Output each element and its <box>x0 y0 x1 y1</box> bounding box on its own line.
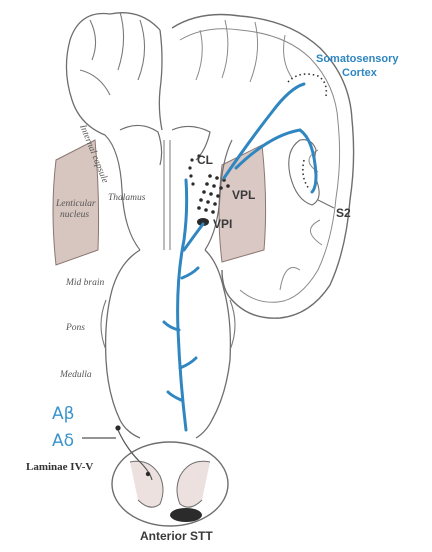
mid-brain-label: Mid brain <box>65 278 105 288</box>
somatosensory-label-line1: Somatosensory <box>316 53 399 65</box>
third-ventricle <box>164 140 170 250</box>
cl-label: CL <box>197 153 213 167</box>
main-ascending-tract <box>178 180 187 430</box>
s2-leader <box>318 200 334 208</box>
somatosensory-dots <box>288 74 326 96</box>
somatosensory-label-line2: Cortex <box>342 67 378 79</box>
left-gyri <box>80 12 145 95</box>
vpi-label: VPI <box>213 217 232 231</box>
spinal-grey-matter <box>130 461 210 507</box>
lenticular-label-line1: Lenticular <box>55 199 96 209</box>
laminae-neuron <box>146 472 150 476</box>
dorsal-root-ganglion-dot <box>115 425 120 430</box>
anterior-stt-label: Anterior STT <box>140 529 213 543</box>
a-delta-label: Aδ <box>52 431 74 451</box>
thalamus-label: Thalamus <box>108 193 146 203</box>
s2-label: S2 <box>336 206 351 220</box>
medulla-label: Medulla <box>59 370 92 380</box>
collateral-4 <box>182 268 198 278</box>
collateral-1 <box>180 358 196 368</box>
left-hemisphere-outline <box>66 13 160 135</box>
brainstem-left <box>106 250 140 438</box>
s2-dots <box>303 160 310 190</box>
anterior-stt-area <box>170 508 202 522</box>
pons-label: Pons <box>65 323 85 333</box>
a-beta-label: Aβ <box>52 404 74 424</box>
spinal-cord-section <box>112 442 228 526</box>
collateral-3 <box>168 392 181 400</box>
lenticular-label-line2: nucleus <box>60 210 89 220</box>
laminae-label: Laminae IV-V <box>26 461 93 473</box>
vpl-label: VPL <box>232 188 255 202</box>
midline-fissure <box>159 30 162 130</box>
brainstem-right <box>196 250 230 438</box>
